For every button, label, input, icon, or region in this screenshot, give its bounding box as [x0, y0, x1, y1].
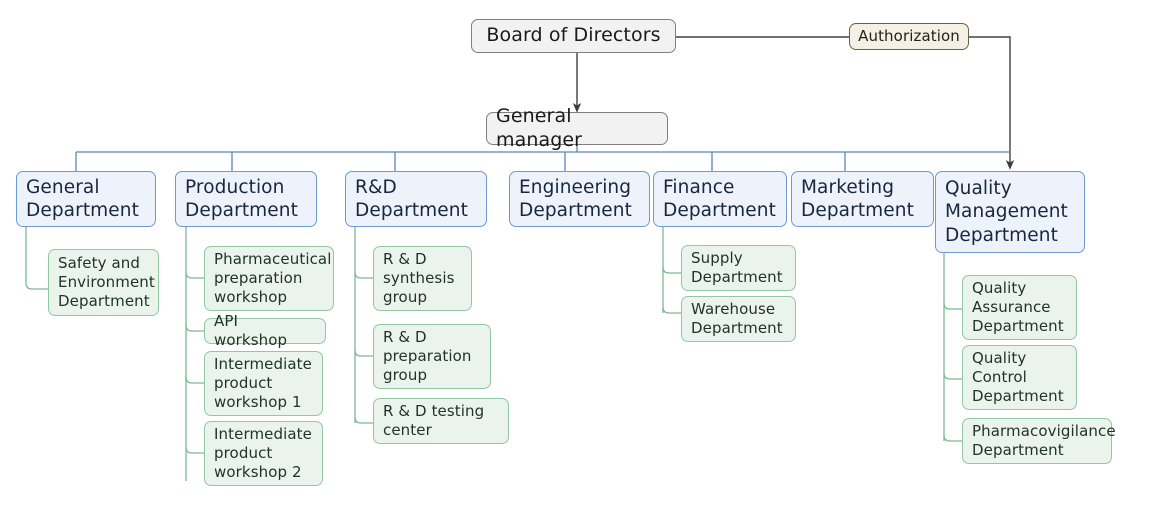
node-sub-safety-and-environment[interactable]: Safety and Environment Department: [48, 249, 159, 316]
node-sub-intermediate-product-workshop-2-label: Intermediate product workshop 2: [214, 425, 312, 481]
node-sub-intermediate-product-workshop-1[interactable]: Intermediate product workshop 1: [204, 351, 323, 416]
node-sub-api-workshop-label: API workshop: [214, 312, 288, 349]
link-production-child-4: [185, 446, 204, 454]
node-department-quality-management-label: Quality Management Department: [945, 178, 1068, 246]
link-rnd-child-1: [354, 271, 373, 279]
node-department-marketing-label: Marketing Department: [801, 176, 914, 221]
node-department-engineering[interactable]: Engineering Department: [509, 171, 650, 227]
node-department-engineering-label: Engineering Department: [519, 176, 632, 221]
link-finance-child-1: [662, 266, 681, 274]
link-quality-child-3: [943, 434, 962, 442]
node-sub-warehouse-department[interactable]: Warehouse Department: [681, 296, 796, 342]
node-sub-rnd-testing-center[interactable]: R & D testing center: [373, 398, 509, 444]
node-department-finance-label: Finance Department: [663, 176, 776, 221]
node-sub-warehouse-department-label: Warehouse Department: [691, 300, 783, 337]
node-sub-quality-assurance-department[interactable]: Quality Assurance Department: [962, 275, 1077, 340]
node-department-general-label: General Department: [26, 176, 139, 221]
node-department-rnd[interactable]: R&D Department: [345, 171, 487, 227]
link-finance-child-2: [662, 306, 681, 314]
node-sub-rnd-testing-center-label: R & D testing center: [383, 402, 485, 439]
link-quality-child-2: [943, 372, 962, 380]
node-department-general[interactable]: General Department: [16, 171, 156, 227]
link-production-child-3: [185, 376, 204, 384]
link-production-child-1: [185, 271, 204, 279]
node-department-production[interactable]: Production Department: [175, 171, 317, 227]
node-sub-pharmaceutical-preparation-workshop[interactable]: Pharmaceutical preparation workshop: [204, 246, 334, 311]
node-sub-quality-assurance-department-label: Quality Assurance Department: [972, 279, 1064, 335]
node-sub-pharmacovigilance-department[interactable]: Pharmacovigilance Department: [962, 418, 1116, 464]
node-sub-rnd-synthesis-group-label: R & D synthesis group: [383, 250, 455, 306]
node-sub-pharmacovigilance-department-label: Pharmacovigilance Department: [972, 422, 1116, 459]
node-sub-supply-department[interactable]: Supply Department: [681, 245, 796, 291]
node-authorization[interactable]: Authorization: [849, 23, 969, 50]
node-department-rnd-label: R&D Department: [355, 176, 468, 221]
link-quality-child-1: [943, 302, 962, 310]
link-production-child-2: [185, 324, 204, 332]
link-rnd-child-2: [354, 349, 373, 357]
link-authorization-to-quality: [969, 36, 1015, 170]
node-general-manager-label: General manager: [496, 104, 583, 151]
node-sub-api-workshop[interactable]: API workshop: [204, 312, 326, 349]
link-rnd-child-3: [354, 416, 373, 424]
node-sub-quality-control-department[interactable]: Quality Control Department: [962, 345, 1077, 410]
node-sub-rnd-preparation-group-label: R & D preparation group: [383, 328, 472, 384]
node-board-of-directors[interactable]: Board of Directors: [471, 19, 676, 53]
node-sub-intermediate-product-workshop-2[interactable]: Intermediate product workshop 2: [204, 421, 323, 486]
node-sub-safety-and-environment-label: Safety and Environment Department: [58, 254, 155, 310]
node-sub-supply-department-label: Supply Department: [691, 249, 783, 286]
node-department-quality-management[interactable]: Quality Management Department: [935, 171, 1085, 253]
node-department-production-label: Production Department: [185, 176, 298, 221]
node-board-of-directors-label: Board of Directors: [486, 24, 661, 47]
node-sub-rnd-synthesis-group[interactable]: R & D synthesis group: [373, 246, 472, 311]
node-sub-quality-control-department-label: Quality Control Department: [972, 349, 1064, 405]
node-general-manager[interactable]: General manager: [486, 105, 668, 151]
node-sub-pharmaceutical-preparation-workshop-label: Pharmaceutical preparation workshop: [214, 250, 332, 306]
node-sub-rnd-preparation-group[interactable]: R & D preparation group: [373, 324, 491, 389]
node-department-marketing[interactable]: Marketing Department: [791, 171, 934, 227]
node-sub-intermediate-product-workshop-1-label: Intermediate product workshop 1: [214, 355, 312, 411]
link-general-children: [25, 217, 48, 290]
node-authorization-label: Authorization: [858, 27, 960, 46]
node-department-finance[interactable]: Finance Department: [653, 171, 787, 227]
